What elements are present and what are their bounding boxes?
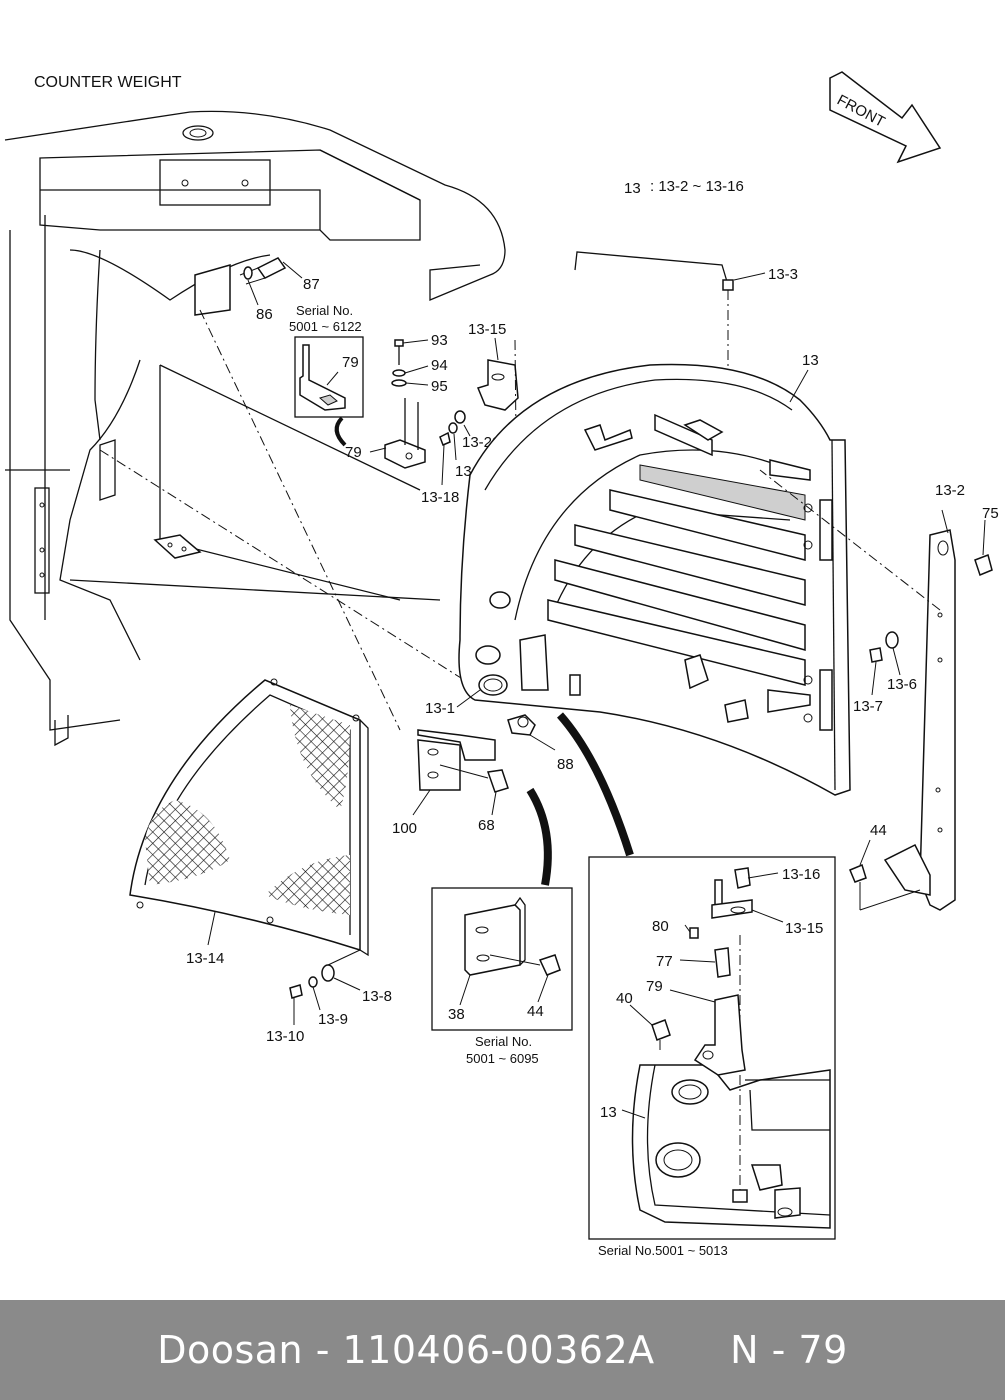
label-13-8: 13-8 [362, 988, 392, 1005]
parts-diagram: COUNTER WEIGHT FRONT 13 : 13-2 ~ 13-16 [4, 71, 999, 1258]
footer-bar: Doosan - 110406-00362A N - 79 [0, 1300, 1005, 1400]
label-75: 75 [982, 505, 999, 522]
label-94: 94 [431, 357, 448, 374]
label-87: 87 [303, 276, 320, 293]
label-13-7: 13-7 [853, 698, 883, 715]
hinge-13-2 [759, 469, 993, 911]
inset-serial-6095: 38 44 Serial No. 5001 ~ 6095 [431, 887, 573, 1066]
latch-88 [507, 714, 556, 751]
label-93: 93 [431, 332, 448, 349]
door-13 [458, 363, 851, 796]
label-13-lower: 13 [600, 1104, 617, 1121]
assembly-note-range: : 13-2 ~ 13-16 [650, 178, 744, 195]
fasteners-13-8 [289, 949, 361, 1025]
footer-separator: - [303, 1328, 343, 1372]
inset-6095-title: Serial No. [475, 1034, 532, 1049]
label-100: 100 [392, 820, 417, 837]
label-13-14: 13-14 [186, 950, 224, 967]
label-13-18: 13-18 [421, 489, 459, 506]
label-79-lower: 79 [646, 978, 663, 995]
frame-body [4, 110, 506, 747]
bolt-87 [239, 257, 303, 306]
label-68: 68 [478, 817, 495, 834]
footer-part-number: 110406-00362A [342, 1328, 655, 1372]
label-13-9: 13-9 [318, 1011, 348, 1028]
footer-text: Doosan - 110406-00362A N - 79 [157, 1328, 848, 1372]
label-79: 79 [345, 444, 362, 461]
inset-6122-title: Serial No. [296, 303, 353, 318]
footer-brand: Doosan [157, 1328, 304, 1372]
label-13-15-inset: 13-15 [785, 920, 823, 937]
assembly-note-part: 13 [624, 180, 641, 197]
label-13-15: 13-15 [468, 321, 506, 338]
assembly-note: 13 : 13-2 ~ 13-16 [624, 178, 744, 197]
label-44: 44 [870, 822, 887, 839]
label-13-2: 13-2 [935, 482, 965, 499]
inset-6122-range: 5001 ~ 6122 [289, 319, 362, 334]
inset-serial-6122: Serial No. 5001 ~ 6122 79 [289, 303, 364, 447]
label-13: 13 [802, 352, 819, 369]
label-79-inset: 79 [342, 354, 359, 371]
bracket-100 [412, 729, 509, 816]
label-13-6: 13-6 [887, 676, 917, 693]
label-13-10: 13-10 [266, 1028, 304, 1045]
label-77: 77 [656, 953, 673, 970]
label-86: 86 [256, 306, 273, 323]
inset-6095-range: 5001 ~ 6095 [466, 1051, 539, 1066]
label-13-16: 13-16 [782, 866, 820, 883]
label-95: 95 [431, 378, 448, 395]
front-arrow-icon: FRONT [829, 71, 942, 164]
label-88: 88 [557, 756, 574, 773]
bracket-79 [369, 339, 429, 469]
section-title: COUNTER WEIGHT [34, 74, 182, 91]
inset-serial-5013: 13-16 13-15 80 77 79 40 13 Serial No.500… [588, 856, 836, 1258]
label-80: 80 [652, 918, 669, 935]
label-13-1: 13-1 [425, 700, 455, 717]
footer-page-label: N - 79 [730, 1328, 848, 1372]
inset-5013-text: Serial No.5001 ~ 5013 [598, 1243, 728, 1258]
label-40: 40 [616, 990, 633, 1007]
label-44-inset: 44 [527, 1003, 544, 1020]
label-13-3: 13-3 [768, 266, 798, 283]
mesh-panel-13-14 [129, 678, 369, 957]
label-38: 38 [448, 1006, 465, 1023]
